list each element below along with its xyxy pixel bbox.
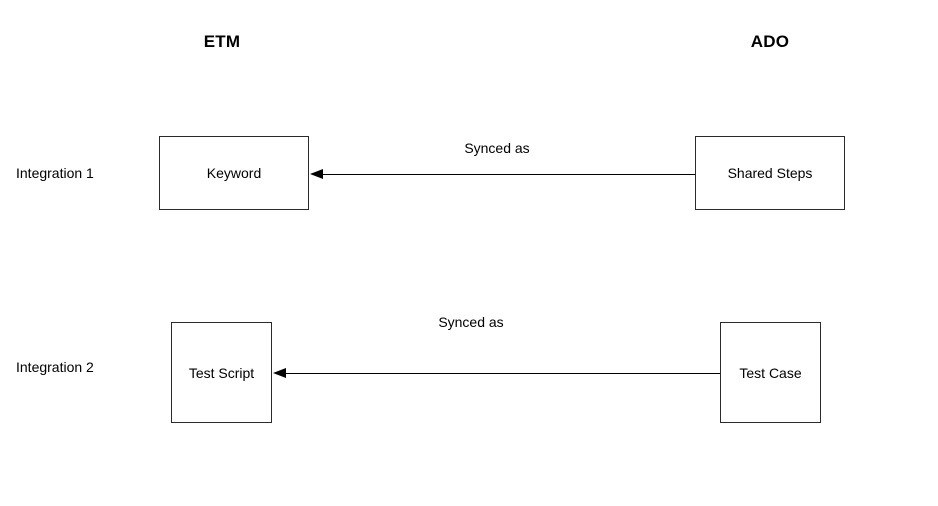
node-test-case-label: Test Case: [739, 364, 802, 381]
node-test-script[interactable]: Test Script: [171, 322, 272, 423]
edge-connector-integration-1: [315, 174, 695, 175]
edge-connector-integration-2: [278, 373, 720, 374]
node-shared-steps[interactable]: Shared Steps: [695, 136, 845, 210]
node-keyword-label: Keyword: [206, 165, 262, 181]
node-keyword[interactable]: Keyword: [159, 136, 309, 210]
column-header-ado: ADO: [750, 32, 790, 51]
row-label-integration-1: Integration 1: [16, 165, 94, 181]
edge-label-integration-1: Synced as: [464, 140, 530, 156]
arrow-left-icon: [310, 169, 323, 179]
node-test-case[interactable]: Test Case: [720, 322, 821, 423]
row-label-integration-2: Integration 2: [16, 359, 94, 375]
node-shared-steps-label: Shared Steps: [727, 165, 813, 181]
column-header-etm: ETM: [203, 32, 241, 51]
node-test-script-label: Test Script: [188, 364, 255, 381]
arrow-left-icon: [273, 368, 286, 378]
edge-label-integration-2: Synced as: [438, 314, 504, 330]
